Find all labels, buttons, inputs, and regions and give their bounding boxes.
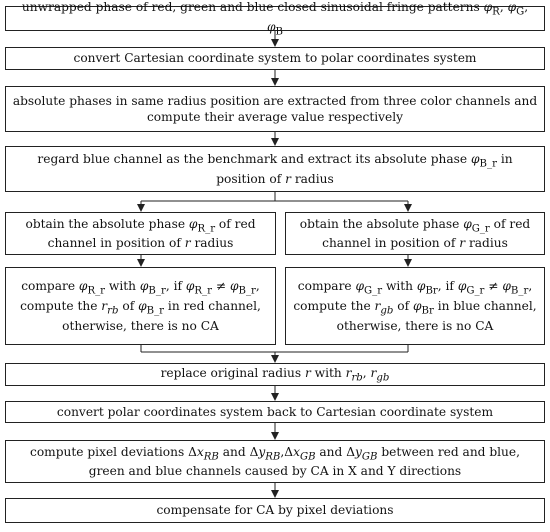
step-replace-radius: replace original radius r with rrb, rgb bbox=[5, 363, 545, 386]
step-compare-green: compare φG_r with φBr, if φG_r ≠ φB_r, c… bbox=[285, 267, 545, 345]
step-convert-to-cartesian: convert polar coordinates system back to… bbox=[5, 401, 545, 423]
step-compensate: compensate for CA by pixel deviations bbox=[5, 498, 545, 523]
step-compare-red: compare φR_r with φB_r, if φR_r ≠ φB_r, … bbox=[5, 267, 276, 345]
step-pixel-deviations: compute pixel deviations ΔxRB and ΔyRB,Δ… bbox=[5, 440, 545, 483]
step-blue-benchmark: regard blue channel as the benchmark and… bbox=[5, 146, 545, 192]
step-convert-to-polar: convert Cartesian coordinate system to p… bbox=[5, 47, 545, 70]
step-average-phases: absolute phases in same radius position … bbox=[5, 86, 545, 132]
step-unwrapped-phase: unwrapped phase of red, green and blue c… bbox=[5, 0, 545, 37]
step-green-phase: obtain the absolute phase φG_r of red ch… bbox=[285, 212, 545, 255]
step-red-phase: obtain the absolute phase φR_r of red ch… bbox=[5, 212, 276, 255]
